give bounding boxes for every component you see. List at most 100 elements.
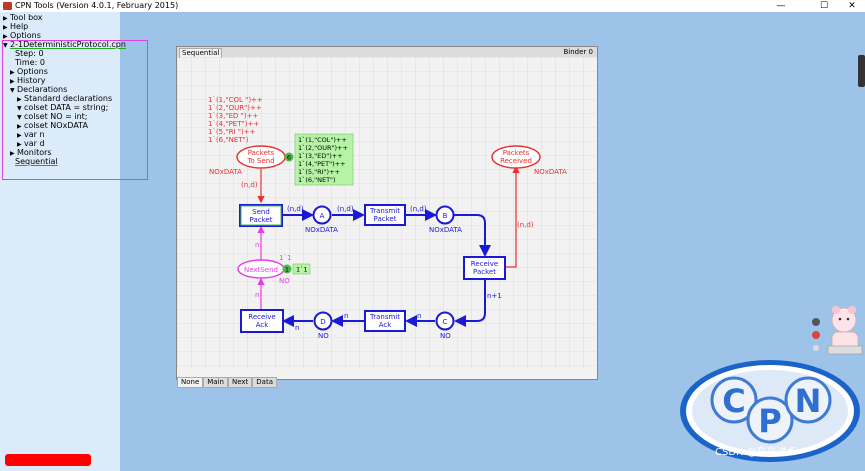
collapse-arrow-icon[interactable]: ▼ (17, 105, 22, 112)
tree-item-history[interactable]: ▶History (10, 76, 46, 85)
transition-label: Ack (256, 321, 270, 329)
app-icon (3, 2, 12, 10)
arc-inscription: n (417, 312, 421, 320)
tree-item-var-n[interactable]: ▶var n (17, 130, 45, 139)
tree-item-decl-data[interactable]: ▼colset DATA = string; (17, 103, 109, 112)
tree-item-options[interactable]: ▶Options (3, 31, 41, 40)
title-bar: CPN Tools (Version 4.0.1, February 2015)… (0, 0, 865, 12)
tree-item-toolbox[interactable]: ▶Tool box (3, 13, 43, 22)
place-type: NOxDATA (534, 168, 567, 176)
place-label: B (443, 212, 448, 220)
right-edge-handle[interactable] (858, 55, 865, 87)
place-label: C (443, 318, 448, 326)
arc-inscription: n (255, 291, 259, 299)
transition-send-packet[interactable] (239, 204, 283, 227)
transition-label: Packet (374, 215, 397, 223)
place-type: NOxDATA (209, 168, 242, 176)
transition-transmit-ack[interactable] (364, 310, 406, 332)
initial-marking: 1`1 (279, 254, 291, 262)
watermark-text: CSDN @在在进步 (715, 447, 797, 458)
svg-text:P: P (758, 402, 781, 440)
token-count-badge (284, 152, 294, 162)
expand-arrow-icon[interactable]: ▶ (10, 69, 15, 76)
initial-marking-line: 1`(3,"ED ")++ (208, 112, 258, 120)
expand-arrow-icon[interactable]: ▶ (17, 141, 22, 148)
tree-item-help[interactable]: ▶Help (3, 22, 29, 31)
place-b[interactable] (435, 205, 455, 225)
place-type: NO (279, 277, 290, 285)
expand-arrow-icon[interactable]: ▶ (10, 150, 15, 157)
current-marking-line: 1`(1,"COL")++ (298, 136, 347, 144)
collapse-arrow-icon[interactable]: ▼ (3, 42, 8, 49)
petri-net-canvas[interactable]: 1`(1,"COL ")++ 1`(2,"OUR")++ 1`(3,"ED ")… (177, 57, 597, 369)
current-marking-line: 1`(5,"RI")++ (298, 168, 340, 176)
initial-marking-line: 1`(1,"COL ")++ (208, 96, 263, 104)
tree-item-sequential[interactable]: Sequential (15, 157, 58, 166)
place-type: NO (440, 332, 451, 340)
expand-arrow-icon[interactable]: ▶ (17, 96, 22, 103)
expand-arrow-icon[interactable]: ▶ (17, 123, 22, 130)
place-c[interactable] (435, 311, 455, 331)
place-label: Packets (248, 149, 275, 157)
initial-marking-line: 1`(4,"PET")++ (208, 120, 259, 128)
transition-label: Packet (250, 216, 273, 224)
place-a[interactable] (312, 205, 332, 225)
collapse-arrow-icon[interactable]: ▼ (10, 87, 15, 94)
tree-item-monitors[interactable]: ▶Monitors (10, 148, 52, 157)
tree-item-declarations[interactable]: ▼Declarations (10, 85, 68, 94)
place-label: D (320, 318, 325, 326)
transition-receive-packet[interactable] (463, 256, 506, 280)
current-marking-line: 1`(6,"NET") (298, 176, 336, 184)
cpn-logo: C P N (680, 360, 860, 462)
expand-arrow-icon[interactable]: ▶ (17, 132, 22, 139)
page-window-header: Sequential Binder 0 (177, 47, 597, 58)
place-type: NOxDATA (429, 226, 462, 234)
place-label: To Send (246, 157, 274, 165)
arc-inscription: n+1 (487, 292, 502, 300)
place-d[interactable] (313, 311, 333, 331)
minimize-button[interactable]: — (776, 1, 786, 11)
expand-arrow-icon[interactable]: ▶ (3, 24, 8, 31)
token-count: 1 (285, 266, 289, 274)
token-count: 6 (287, 154, 291, 162)
tab-none[interactable]: None (177, 377, 204, 388)
arc-inscription: (n,d) (410, 205, 427, 213)
token-count-badge (282, 264, 292, 274)
tab-next[interactable]: Next (227, 377, 253, 388)
tree-item-net-options[interactable]: ▶Options (10, 67, 48, 76)
tab-main[interactable]: Main (203, 377, 228, 388)
current-marking-line: 1`1 (296, 266, 308, 274)
binder-label: Binder 0 (563, 48, 594, 56)
expand-arrow-icon[interactable]: ▶ (10, 78, 15, 85)
tab-data[interactable]: Data (252, 377, 278, 388)
expand-arrow-icon[interactable]: ▶ (3, 15, 8, 22)
svg-text:C: C (722, 382, 745, 420)
tree-item-decl-noxdata[interactable]: ▶colset NOxDATA (17, 121, 88, 130)
initial-marking-line: 1`(6,"NET") (208, 136, 249, 144)
current-marking-box (294, 133, 354, 186)
transition-label: Transmit (369, 313, 400, 321)
tree-item-decl-no[interactable]: ▼colset NO = int; (17, 112, 88, 121)
mascot-image (812, 306, 863, 355)
tree-item-var-d[interactable]: ▶var d (17, 139, 45, 148)
transition-transmit-packet[interactable] (364, 204, 406, 226)
place-packets-received[interactable] (491, 145, 541, 169)
page-window-sequential: Sequential Binder 0 1`(1,"COL ")++ 1`( (176, 46, 598, 388)
collapse-arrow-icon[interactable]: ▼ (17, 114, 22, 121)
current-marking-line: 1`(3,"ED")++ (298, 152, 343, 160)
selection-highlight (2, 40, 148, 180)
arc-receive-to-received (506, 165, 520, 268)
tree-item-standard-declarations[interactable]: ▶Standard declarations (17, 94, 113, 103)
expand-arrow-icon[interactable]: ▶ (3, 33, 8, 40)
arc-b-to-receive (454, 214, 491, 257)
window-title: CPN Tools (Version 4.0.1, February 2015) (15, 1, 179, 10)
close-button[interactable]: ✕ (848, 1, 856, 11)
place-type: NOxDATA (305, 226, 338, 234)
tree-item-step: Step: 0 (15, 49, 44, 58)
tab-sequential[interactable]: Sequential (179, 48, 223, 58)
transition-label: Receive (471, 260, 498, 268)
maximize-button[interactable]: ☐ (819, 1, 829, 11)
tree-item-net[interactable]: ▼2-1DeterministicProtocol.cpn (3, 40, 126, 49)
transition-receive-ack[interactable] (240, 309, 284, 333)
